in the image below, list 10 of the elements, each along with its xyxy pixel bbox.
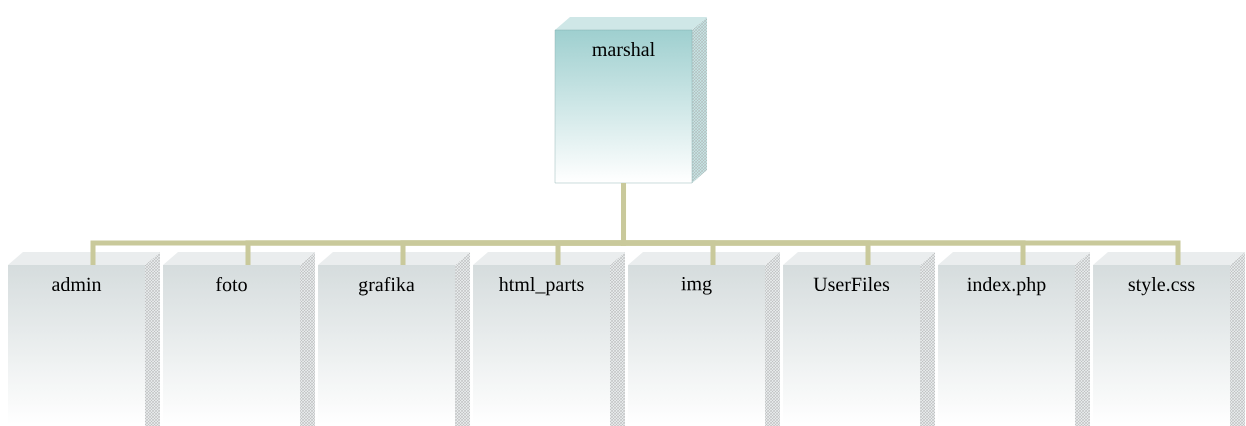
- folder-box: img: [628, 252, 780, 426]
- folder-box: grafika: [318, 252, 470, 426]
- folder-box: style.css: [1093, 252, 1245, 426]
- folder-box: html_parts: [473, 252, 625, 426]
- folder-box: index.php: [938, 252, 1090, 426]
- connector-line: [621, 183, 1181, 265]
- folder-box: marshal: [554, 17, 707, 184]
- folder-box: admin: [8, 252, 160, 426]
- folder-box: UserFiles: [783, 252, 935, 426]
- folder-box: foto: [163, 252, 315, 426]
